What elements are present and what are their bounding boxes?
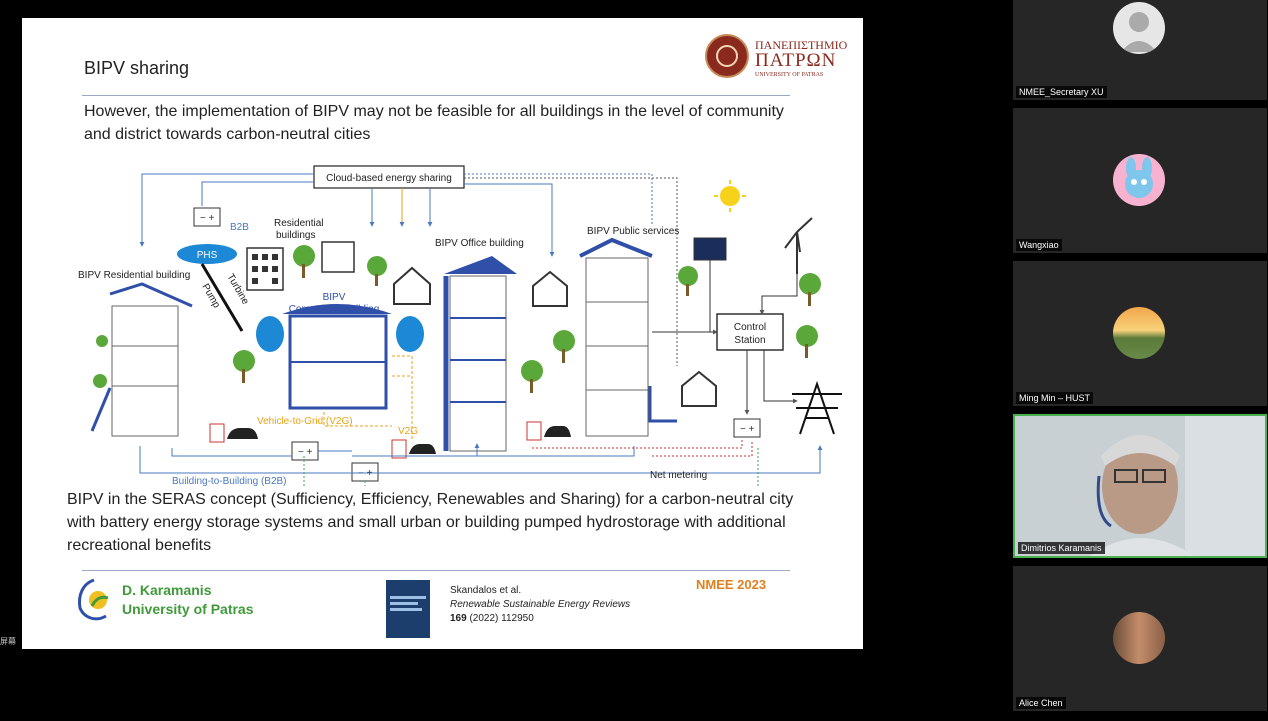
sun-rays-icon: [714, 180, 746, 212]
seras-diagram: Cloud-based energy sharing − + B2B PHS T…: [78, 165, 842, 486]
residential-building-label: BIPV Residential building: [78, 270, 190, 281]
conference-label: NMEE 2023: [696, 577, 767, 592]
logo-text-line2: ΠΑΤΡΩΝ: [755, 50, 837, 71]
cloud-energy-box: [313, 165, 465, 189]
participant-tile-1[interactable]: NMEE_Secretary XU: [1013, 0, 1267, 100]
commercial-label-1: BIPV: [323, 292, 346, 303]
tree-icons: [93, 245, 821, 393]
participant-tile-5[interactable]: Alice Chen: [1013, 566, 1267, 711]
reference-authors: Skandalos et al.: [450, 585, 522, 596]
office-building-label: BIPV Office building: [435, 238, 524, 249]
wind-turbine-icon: [784, 217, 813, 274]
residential-label-2: buildings: [276, 230, 315, 241]
b2b-top-label: B2B: [230, 222, 249, 233]
commercial-building: [256, 304, 424, 410]
battery-icon-top: [193, 207, 221, 227]
net-metering-label: Net metering: [650, 470, 707, 481]
cartoon-rabbit-avatar: [1113, 154, 1165, 206]
phs-label: PHS: [197, 250, 218, 261]
author-name: D. Karamanis: [122, 582, 212, 598]
participant-tile-3[interactable]: Ming Min – HUST: [1013, 261, 1267, 406]
power-grid-tower-icon: [792, 380, 842, 435]
cloud-label: Cloud-based energy sharing: [326, 173, 452, 184]
summary-text: BIPV in the SERAS concept (Sufficiency, …: [67, 491, 794, 554]
svg-text:− +: − +: [298, 447, 313, 458]
solar-panel-icon: [693, 237, 727, 261]
logo-text-line1: ΠΑΝΕΠΙΣΤΗΜΙΟ: [755, 38, 848, 52]
control-station-box: [716, 313, 784, 351]
participant-tile-4-active-speaker[interactable]: Dimitrios Karamanis: [1013, 414, 1267, 558]
sunset-landscape-avatar: [1113, 307, 1165, 359]
reference-details: (2022) 112950: [466, 613, 534, 624]
cloud-connections: [139, 173, 678, 366]
townhouse-icon: [321, 241, 355, 273]
participant-name: Alice Chen: [1016, 697, 1066, 709]
public-services-building: [579, 237, 677, 437]
photo-avatar: [1113, 612, 1165, 664]
title-divider: [82, 95, 790, 96]
house-icons: [393, 266, 717, 407]
participant-name: Ming Min – HUST: [1016, 392, 1094, 404]
author-affiliation: University of Patras: [122, 601, 254, 617]
phs-reservoir-icon: [177, 244, 237, 264]
sun-icon: [720, 186, 740, 206]
v2g-flow-lines: [323, 355, 413, 440]
default-person-icon: [1113, 2, 1165, 54]
b2b-flow-lines: [139, 443, 823, 474]
pipe-icon: [200, 263, 244, 332]
control-station-label-2: Station: [734, 335, 765, 346]
svg-text:− +: − +: [740, 424, 755, 435]
control-station-label-1: Control: [734, 322, 766, 333]
green-dotted-lines: [303, 446, 759, 486]
reference-volume: 169 (2022) 112950: [450, 613, 534, 624]
reference-volume-number: 169: [450, 613, 467, 624]
net-metering-lines: [532, 438, 753, 457]
university-seal-icon: [705, 34, 749, 78]
b2b-bottom-label: Building-to-Building (B2B): [172, 476, 287, 486]
svg-text:− +: − +: [200, 213, 215, 224]
presentation-slide: BIPV sharing ΠΑΝΕΠΙΣΤΗΜΙΟ ΠΑΤΡΩΝ UNIVERS…: [22, 18, 863, 649]
side-mark: 屏幕: [0, 637, 16, 646]
speaker-video-feed: [1015, 416, 1265, 556]
university-of-patras-logo: ΠΑΝΕΠΙΣΤΗΜΙΟ ΠΑΤΡΩΝ UNIVERSITY OF PATRAS: [705, 34, 848, 80]
reference-journal: Renewable Sustainable Energy Reviews: [450, 599, 631, 610]
ev-car-icons: [209, 421, 571, 459]
participant-name: Wangxiao: [1016, 239, 1062, 251]
residential-label-1: Residential: [274, 218, 323, 229]
participant-name: Dimitrios Karamanis: [1018, 542, 1105, 554]
office-building: [443, 256, 517, 452]
public-services-label: BIPV Public services: [587, 226, 679, 237]
pump-label: Pump: [199, 282, 222, 311]
battery-icons-bottom: [291, 418, 761, 482]
journal-cover-icon: [386, 580, 430, 638]
logo-text-line3: UNIVERSITY OF PATRAS: [755, 72, 824, 78]
author-group-logo: [78, 578, 109, 621]
v2g-long-label: Vehicle-to-Grid (V2G): [257, 416, 353, 427]
footer-divider: [82, 570, 790, 571]
slide-title: BIPV sharing: [84, 58, 190, 78]
participant-tile-2[interactable]: Wangxiao: [1013, 108, 1267, 253]
residential-building: [90, 282, 193, 437]
intro-text: However, the implementation of BIPV may …: [84, 103, 784, 143]
v2g-short-label: V2G: [398, 426, 418, 437]
control-connections: [652, 260, 798, 415]
participant-name: NMEE_Secretary XU: [1016, 86, 1107, 98]
